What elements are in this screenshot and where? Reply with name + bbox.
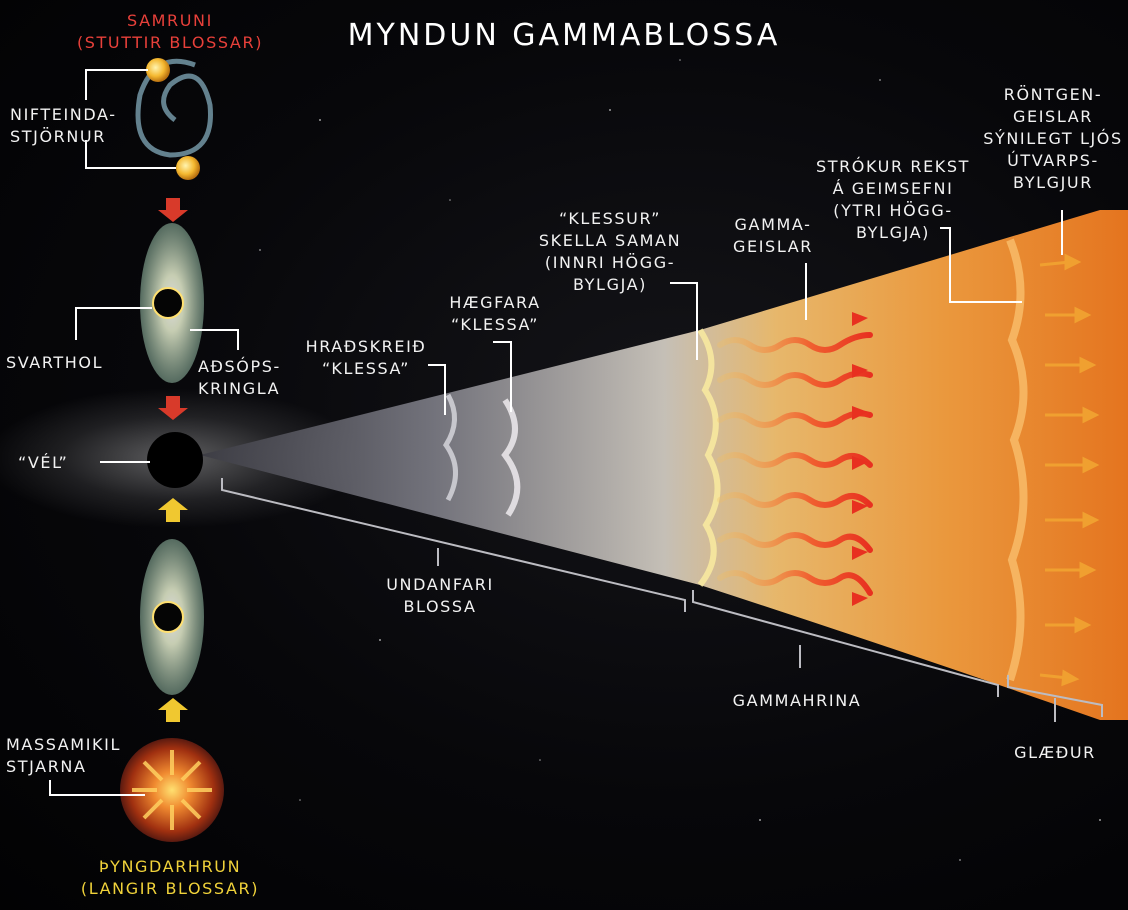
afterglow-arrows: [1039, 253, 1100, 687]
arrow-up-yellow-2: [158, 698, 188, 722]
label-jet-hits-medium: STRÓKUR REKST Á GEIMSEFNI (YTRI HÖGG- BY…: [815, 157, 971, 242]
diagram-title: MYNDUN GAMMABLOSSA: [347, 18, 781, 53]
label-gamma-burst: GAMMAHRINA: [732, 691, 862, 710]
arrow-up-yellow-1: [158, 498, 188, 522]
neutron-star-bottom: [176, 156, 200, 180]
gamma-ray-waves: [717, 332, 873, 596]
label-shells-collide: “KLESSUR” SKELLA SAMAN (INNRI HÖGG- BYLG…: [538, 209, 682, 294]
jet-cone: [200, 210, 1128, 720]
arrow-down-red-1: [158, 198, 188, 222]
label-accretion-disk: AÐSÓPS- KRINGLA: [198, 357, 281, 398]
neutron-star-top: [146, 58, 170, 82]
label-engine: “VÉL”: [18, 453, 69, 472]
label-slow-shell: HÆGFARA “KLESSA”: [449, 293, 541, 334]
label-collapse: ÞYNGDARHRUN (LANGIR BLOSSAR): [80, 857, 260, 898]
label-afterglow: GLÆÐUR: [1014, 743, 1096, 762]
merger-spiral: [135, 58, 213, 158]
black-hole-top: [152, 287, 184, 319]
engine-core: [147, 432, 203, 488]
label-precursor: UNDANFARI BLOSSA: [386, 575, 494, 616]
leader-lines: [49, 69, 1063, 796]
slow-shell: [501, 398, 521, 517]
label-black-hole: SVARTHOL: [6, 353, 104, 372]
label-merger: SAMRUNI (STUTTIR BLOSSAR): [76, 11, 264, 52]
massive-star-rays: [132, 750, 212, 830]
brackets: [221, 478, 1103, 722]
label-afterglow-radiation: RÖNTGEN- GEISLAR SÝNILEGT LJÓS ÚTVARPS- …: [983, 85, 1123, 192]
starfield: [259, 59, 1101, 861]
label-fast-shell: HRAÐSKREIÐ “KLESSA”: [305, 337, 427, 378]
label-neutron-stars: NIFTEINDA- STJÖRNUR: [10, 105, 117, 146]
arrow-down-red-2: [158, 396, 188, 420]
gamma-arrowheads: [852, 312, 868, 606]
label-massive-star: MASSAMIKIL STJARNA: [6, 735, 121, 776]
label-gamma-rays: GAMMA- GEISLAR: [733, 215, 813, 256]
black-hole-bottom: [152, 601, 184, 633]
fast-shell: [442, 393, 458, 502]
